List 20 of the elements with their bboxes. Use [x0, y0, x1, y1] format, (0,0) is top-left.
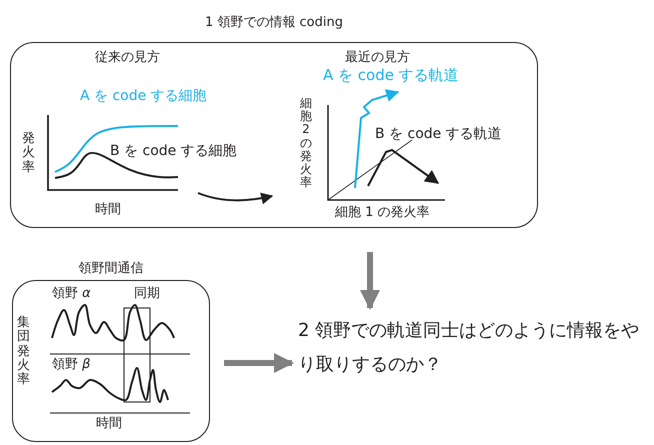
series-label: B を code する軌道 [375, 126, 502, 143]
view-heading: 従来の見方 [95, 50, 160, 66]
series-label: A を code する細胞 [80, 88, 207, 105]
axis-label: 細胞 2 の発火率 [300, 97, 312, 190]
trace-label: 領野 α [52, 286, 91, 302]
question-text: 2 領野での軌道同士はどのように情報をやり取りするのか？ [298, 314, 650, 384]
axis-label: 時間 [96, 416, 122, 432]
series-label: B を code する細胞 [110, 143, 237, 160]
axis-label: 発火率 [22, 132, 35, 175]
axis-label: 細胞 1 の発火率 [335, 205, 430, 221]
panel-heading: 領野間通信 [78, 260, 144, 277]
view-heading: 最近の見方 [345, 50, 410, 66]
panel-heading: 1 領野での情報 coding [204, 14, 344, 31]
arrow [224, 353, 294, 373]
annotation-label: 同期 [134, 286, 160, 302]
trace-label: 領野 β [52, 357, 90, 373]
series-label: A を code する軌道 [323, 66, 459, 84]
axis-label: 集団発火率 [17, 316, 30, 388]
axis-label: 時間 [95, 202, 121, 218]
arrow [360, 252, 380, 310]
